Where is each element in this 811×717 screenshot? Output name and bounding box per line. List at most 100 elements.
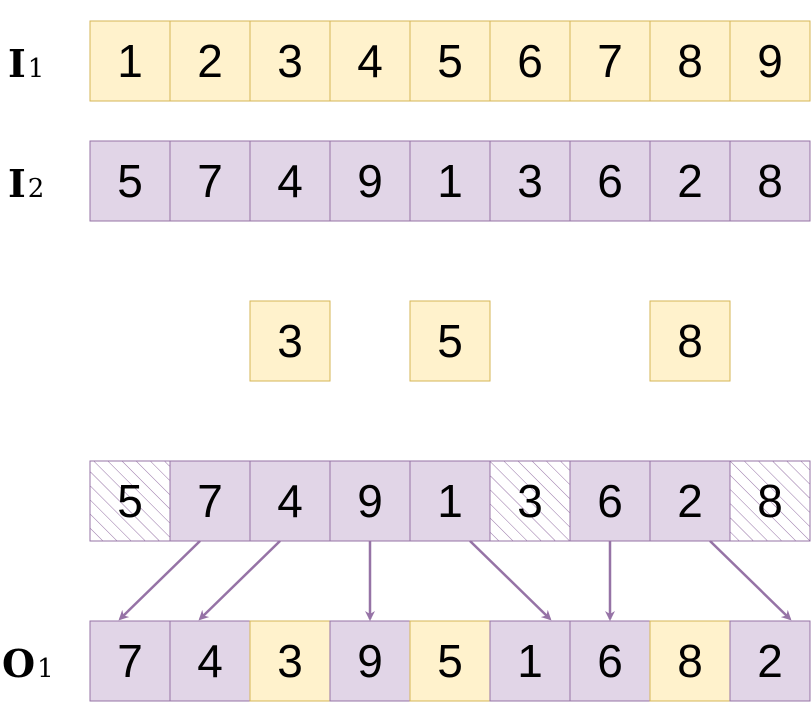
i1-cell-box <box>249 20 331 102</box>
i1-cell-value: 5 <box>437 35 463 87</box>
i2-cell-box <box>649 140 731 222</box>
o1-cell: 3 <box>249 620 331 702</box>
i1-cell-value: 9 <box>757 35 783 87</box>
row-label-i2: I2 <box>8 161 44 206</box>
o1-cell-value: 3 <box>277 635 303 687</box>
i1-cell-box <box>329 20 411 102</box>
i2-cell: 3 <box>489 140 571 222</box>
i2-cell-value: 7 <box>197 155 223 207</box>
i2-cell-value: 5 <box>117 155 143 207</box>
masked-cell: 6 <box>569 460 651 542</box>
i2-cell-value: 6 <box>597 155 623 207</box>
masked-cell-value: 4 <box>277 475 303 527</box>
masked-cell-hatched-box <box>729 460 811 542</box>
o1-cell-box <box>729 620 811 702</box>
i1-cell-value: 3 <box>277 35 303 87</box>
i2-cell: 1 <box>409 140 491 222</box>
masked-cell-box <box>329 460 411 542</box>
masked-cell-hatched-box <box>489 460 571 542</box>
o1-cell-box <box>489 620 571 702</box>
o1-cell: 4 <box>169 620 251 702</box>
o1-cell-value: 8 <box>677 635 703 687</box>
mapping-arrow <box>198 540 281 621</box>
o1-cell: 9 <box>329 620 411 702</box>
row-label-i1: I1 <box>8 41 44 86</box>
i1-cell-value: 2 <box>197 35 223 87</box>
masked-cell: 2 <box>649 460 731 542</box>
i1-cell-value: 8 <box>677 35 703 87</box>
i1-cell-box <box>89 20 171 102</box>
masked-cell-hatched: 3 <box>489 460 571 542</box>
i1-cell-box <box>489 20 571 102</box>
o1-cell: 1 <box>489 620 571 702</box>
i2-cell-value: 1 <box>437 155 463 207</box>
i2-cell: 7 <box>169 140 251 222</box>
i1-cell-box <box>729 20 811 102</box>
masked-cell-box <box>649 460 731 542</box>
masked-cell-value: 9 <box>357 475 383 527</box>
masked-cell-value: 7 <box>197 475 223 527</box>
i2-cell-box <box>569 140 651 222</box>
i1-cell: 1 <box>89 20 171 102</box>
i1-cell: 2 <box>169 20 251 102</box>
i1-cell-box <box>649 20 731 102</box>
o1-cell-value: 1 <box>517 635 543 687</box>
masked-cell-box <box>569 460 651 542</box>
masked-cell-hatched: 5 <box>89 460 171 542</box>
masked-cell: 4 <box>249 460 331 542</box>
i2-cell-box <box>409 140 491 222</box>
i2-cell-value: 9 <box>357 155 383 207</box>
o1-cell-box <box>569 620 651 702</box>
i1-cell: 4 <box>329 20 411 102</box>
masked-cell-box <box>169 460 251 542</box>
selected-cell: 3 <box>249 300 331 382</box>
mapping-arrow <box>709 540 792 621</box>
i2-cell-box <box>329 140 411 222</box>
mapping-arrow <box>118 540 201 621</box>
selected-cell: 8 <box>649 300 731 382</box>
masked-cell-value: 6 <box>597 475 623 527</box>
i1-cell: 9 <box>729 20 811 102</box>
i2-cell-box <box>249 140 331 222</box>
o1-cell-box <box>409 620 491 702</box>
o1-cell: 5 <box>409 620 491 702</box>
i1-cell-box <box>569 20 651 102</box>
masked-cell-hatched-value: 5 <box>117 475 143 527</box>
i1-cell-box <box>409 20 491 102</box>
masked-cell: 9 <box>329 460 411 542</box>
i2-cell-value: 4 <box>277 155 303 207</box>
i2-cell-value: 8 <box>757 155 783 207</box>
i2-cell: 2 <box>649 140 731 222</box>
i2-cell-value: 3 <box>517 155 543 207</box>
i1-cell-box <box>169 20 251 102</box>
o1-cell: 7 <box>89 620 171 702</box>
i1-cell-value: 1 <box>117 35 143 87</box>
i2-cell: 5 <box>89 140 171 222</box>
i1-cell: 8 <box>649 20 731 102</box>
masked-cell-hatched-value: 8 <box>757 475 783 527</box>
masked-cell: 1 <box>409 460 491 542</box>
o1-cell-value: 6 <box>597 635 623 687</box>
selected-cell-box <box>649 300 731 382</box>
o1-cell-value: 2 <box>757 635 783 687</box>
selected-cell-value: 3 <box>277 315 303 367</box>
masked-cell-value: 1 <box>437 475 463 527</box>
i2-cell: 8 <box>729 140 811 222</box>
o1-cell: 8 <box>649 620 731 702</box>
i1-cell: 7 <box>569 20 651 102</box>
i2-cell-box <box>729 140 811 222</box>
i1-cell: 5 <box>409 20 491 102</box>
masked-cell-hatched: 8 <box>729 460 811 542</box>
arrow-group <box>118 540 792 621</box>
selected-cell: 5 <box>409 300 491 382</box>
i1-cell-value: 7 <box>597 35 623 87</box>
masked-cell-hatched-box <box>89 460 171 542</box>
selected-cell-box <box>249 300 331 382</box>
masked-cell-hatched-value: 3 <box>517 475 543 527</box>
o1-cell-box <box>89 620 171 702</box>
masked-cell: 7 <box>169 460 251 542</box>
o1-cell: 6 <box>569 620 651 702</box>
o1-cell-box <box>329 620 411 702</box>
